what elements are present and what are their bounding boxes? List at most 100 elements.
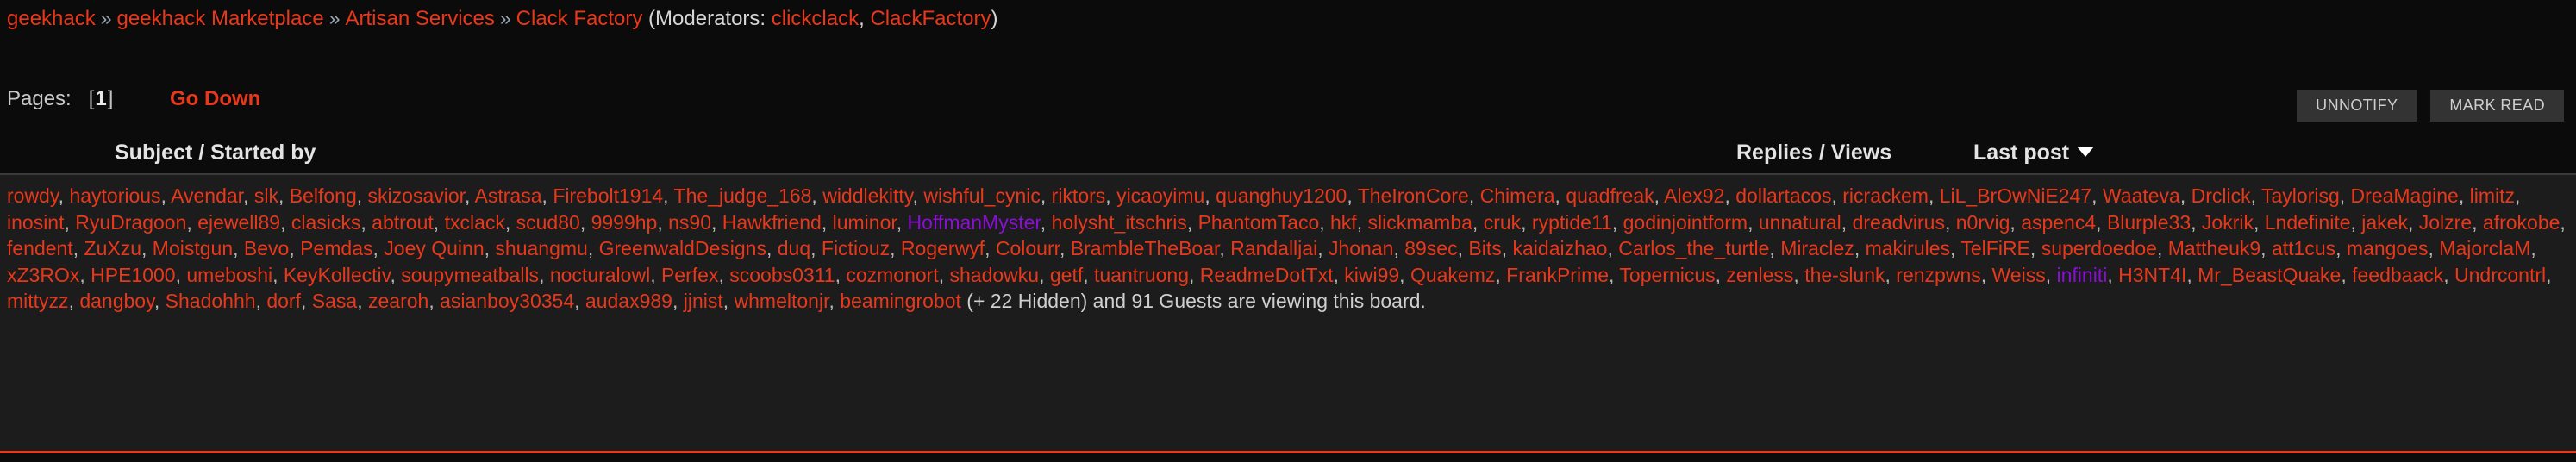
column-header-last-post-link[interactable]: Last post (1973, 140, 2070, 165)
online-user-link[interactable]: mittyzz (7, 290, 69, 312)
online-user-link[interactable]: scoobs0311 (729, 263, 835, 286)
online-user-link[interactable]: Topernicus (1619, 263, 1716, 286)
moderator-link-clackfactory[interactable]: ClackFactory (870, 7, 991, 30)
mark-read-button[interactable]: MARK READ (2430, 90, 2564, 122)
go-down-link[interactable]: Go Down (170, 87, 261, 110)
online-user-link[interactable]: quadfreak (1566, 184, 1654, 207)
online-user-link[interactable]: BrambleTheBoar (1070, 237, 1220, 259)
online-user-link[interactable]: slk (253, 184, 278, 207)
online-user-link[interactable]: beamingrobot (840, 290, 961, 312)
online-user-link[interactable]: dangboy (79, 290, 154, 312)
column-header-subject-link[interactable]: Subject / Started by (115, 140, 316, 165)
online-user-link[interactable]: hkf (1330, 210, 1357, 234)
online-user-link[interactable]: Taylorisg (2261, 184, 2340, 207)
online-user-link[interactable]: Jokrik (2201, 210, 2254, 234)
online-user-link[interactable]: widdlekitty (822, 184, 913, 207)
online-user-link[interactable]: haytorious (69, 184, 161, 207)
online-user-link[interactable]: shadowku (949, 263, 1040, 286)
online-user-link[interactable]: Blurple33 (2106, 210, 2191, 234)
online-user-link[interactable]: shuangmu (495, 237, 588, 259)
online-user-link[interactable]: HPE1000 (91, 263, 176, 286)
online-user-link[interactable]: afrokobe (2482, 210, 2560, 234)
online-user-link[interactable]: Pemdas (300, 237, 373, 259)
online-user-link[interactable]: cruk (1483, 210, 1522, 234)
online-user-link[interactable]: ZuXzu (84, 237, 142, 259)
online-user-link[interactable]: slickmamba (1367, 210, 1472, 234)
breadcrumb-link-geekhack[interactable]: geekhack (7, 7, 96, 30)
online-user-link[interactable]: kiwi99 (1344, 263, 1400, 286)
online-user-link[interactable]: Belfong (289, 184, 357, 207)
online-user-link[interactable]: tuantruong (1094, 263, 1190, 286)
online-user-link[interactable]: Drclick (2191, 184, 2251, 207)
online-user-link[interactable]: feedbaack (2352, 263, 2444, 286)
online-user-link[interactable]: Undrcontrl (2454, 263, 2547, 286)
online-user-link[interactable]: unnatural (1758, 210, 1841, 234)
online-user-link[interactable]: Bevo (243, 237, 290, 259)
online-user-link[interactable]: FrankPrime (1506, 263, 1610, 286)
online-user-link[interactable]: whmeltonjr (734, 290, 829, 312)
online-user-link[interactable]: abtrout (372, 210, 434, 234)
online-user-link[interactable]: umeboshi (186, 263, 273, 286)
column-header-subject[interactable]: Subject / Started by (115, 140, 316, 165)
online-user-link[interactable]: Weiss (1991, 263, 2046, 286)
online-user-link[interactable]: luminor (832, 210, 897, 234)
online-user-link[interactable]: limitz (2469, 184, 2516, 207)
online-user-link[interactable]: superdoedoe (2041, 237, 2157, 259)
online-user-link[interactable]: zearoh (367, 290, 429, 312)
online-user-link[interactable]: riktors (1051, 184, 1106, 207)
online-user-link[interactable]: DreaMagine (2350, 184, 2459, 207)
online-user-link[interactable]: Chimera (1479, 184, 1555, 207)
page-number-1[interactable]: 1 (95, 87, 107, 110)
online-user-link[interactable]: RyuDragoon (75, 210, 187, 234)
online-user-link[interactable]: ReadmeDotTxt (1199, 263, 1334, 286)
online-user-link[interactable]: renzpwns (1896, 263, 1981, 286)
online-user-link[interactable]: nocturalowl (549, 263, 651, 286)
online-user-link[interactable]: Alex92 (1664, 184, 1725, 207)
online-user-link[interactable]: Shadohhh (165, 290, 256, 312)
online-user-link[interactable]: Hawkfriend (722, 210, 822, 234)
online-user-link[interactable]: Quakemz (1410, 263, 1496, 286)
online-user-link[interactable]: Mattheuk9 (2167, 237, 2261, 259)
online-user-link[interactable]: godinjointform (1623, 210, 1748, 234)
online-user-link[interactable]: HoffmanMyster (907, 210, 1041, 234)
online-user-link[interactable]: kaidaizhao (1512, 237, 1608, 259)
online-user-link[interactable]: Colourr (995, 237, 1060, 259)
online-user-link[interactable]: ns90 (668, 210, 711, 234)
online-user-link[interactable]: audax989 (585, 290, 672, 312)
online-user-link[interactable]: skizosavior (367, 184, 466, 207)
online-user-link[interactable]: Jolzre (2418, 210, 2473, 234)
online-user-link[interactable]: Waateva (2102, 184, 2180, 207)
online-user-link[interactable]: makirules (1865, 237, 1951, 259)
online-user-link[interactable]: Carlos_the_turtle (1618, 237, 1770, 259)
online-user-link[interactable]: dorf (266, 290, 301, 312)
online-user-link[interactable]: jakek (2361, 210, 2408, 234)
online-user-link[interactable]: TelFiRE (1960, 237, 2030, 259)
online-user-link[interactable]: Avendar (171, 184, 244, 207)
unnotify-button[interactable]: UNNOTIFY (2297, 90, 2417, 122)
column-header-replies-views-link[interactable]: Replies / Views (1736, 140, 1892, 165)
breadcrumb-link-artisan-services[interactable]: Artisan Services (345, 7, 495, 30)
online-user-link[interactable]: Astrasa (474, 184, 542, 207)
online-user-link[interactable]: clasicks (291, 210, 361, 234)
online-user-link[interactable]: wishful_cynic (923, 184, 1041, 207)
online-user-link[interactable]: att1cus (2271, 237, 2336, 259)
online-user-link[interactable]: Lndefinite (2264, 210, 2351, 234)
online-user-link[interactable]: cozmonort (846, 263, 939, 286)
online-user-link[interactable]: MajorclaM (2439, 237, 2531, 259)
online-user-link[interactable]: jjnist (683, 290, 723, 312)
online-user-link[interactable]: scud80 (516, 210, 580, 234)
online-user-link[interactable]: Perfex (660, 263, 719, 286)
online-user-link[interactable]: Randalljai (1230, 237, 1318, 259)
online-user-link[interactable]: zenless (1726, 263, 1794, 286)
online-user-link[interactable]: TheIronCore (1357, 184, 1469, 207)
online-user-link[interactable]: yicaoyimu (1116, 184, 1205, 207)
online-user-link[interactable]: aspenc4 (2021, 210, 2097, 234)
online-user-link[interactable]: asianboy30354 (440, 290, 575, 312)
online-user-link[interactable]: dreadvirus (1852, 210, 1945, 234)
online-user-link[interactable]: xZ3ROx (7, 263, 80, 286)
column-header-last-post[interactable]: Last post (1973, 140, 2095, 165)
online-user-link[interactable]: ricrackem (1842, 184, 1929, 207)
online-user-link[interactable]: the-slunk (1804, 263, 1885, 286)
online-user-link[interactable]: GreenwaldDesigns (598, 237, 766, 259)
online-user-link[interactable]: ejewell89 (197, 210, 281, 234)
